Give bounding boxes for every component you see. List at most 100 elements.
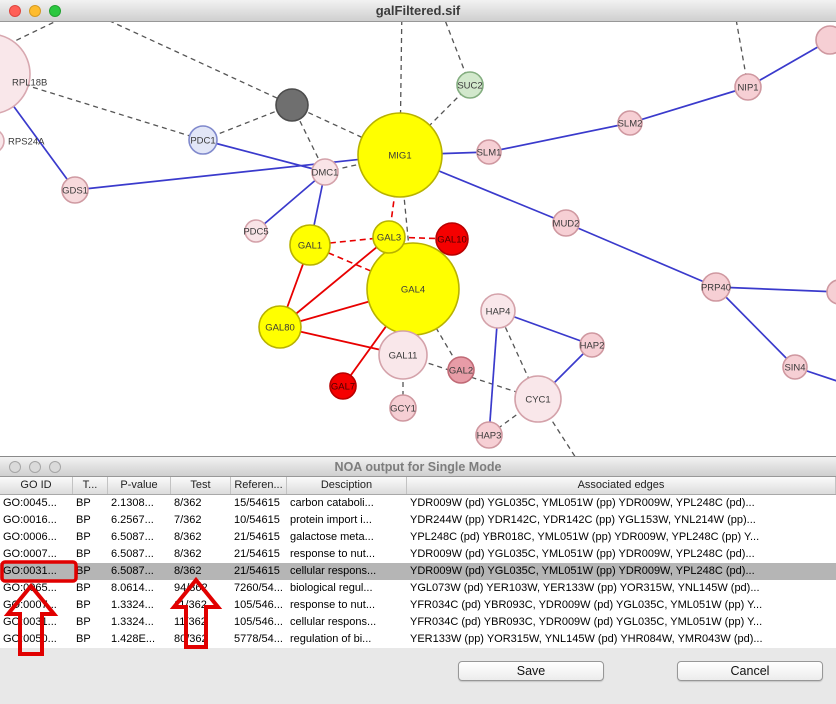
minimize-icon[interactable]: [29, 5, 41, 17]
cell[interactable]: GO:0065...: [3, 582, 57, 594]
cell[interactable]: 8/362: [174, 497, 202, 509]
node-gal2[interactable]: [447, 356, 475, 384]
table-row[interactable]: GO:0007... BP 1.3324... 11/362 105/546... res…: [0, 597, 836, 614]
cell[interactable]: GO:0007...: [3, 599, 57, 611]
column-header-test[interactable]: Test: [171, 477, 231, 494]
cell[interactable]: 1.428E...: [111, 633, 156, 645]
cell[interactable]: YDR009W (pd) YGL035C, YML051W (pp) YDR00…: [410, 497, 755, 509]
cell[interactable]: 7/362: [174, 514, 202, 526]
cell[interactable]: 8/362: [174, 531, 202, 543]
node-gal10[interactable]: [435, 222, 469, 256]
cell[interactable]: 11/362: [174, 616, 207, 628]
column-header-t[interactable]: T...: [73, 477, 108, 494]
node-rpl18b[interactable]: [0, 34, 31, 114]
save-button[interactable]: Save: [458, 661, 604, 681]
cell[interactable]: 6.5087...: [111, 565, 154, 577]
cell[interactable]: cellular respons...: [290, 565, 377, 577]
cell[interactable]: cellular respons...: [290, 616, 377, 628]
cell[interactable]: galactose meta...: [290, 531, 374, 543]
node-gal80[interactable]: [258, 305, 302, 349]
node-rps24a[interactable]: [0, 129, 5, 153]
node-gcy1[interactable]: [389, 394, 417, 422]
column-header-p-value[interactable]: P-value: [108, 477, 171, 494]
cell[interactable]: YFR034C (pd) YBR093C, YDR009W (pd) YGL03…: [410, 616, 763, 628]
cell[interactable]: 105/546...: [234, 599, 283, 611]
cell[interactable]: BP: [76, 582, 91, 594]
cell[interactable]: carbon cataboli...: [290, 497, 374, 509]
cell[interactable]: 11/362: [174, 599, 207, 611]
cell[interactable]: GO:0050...: [3, 633, 57, 645]
cell[interactable]: GO:0006...: [3, 531, 57, 543]
node-edge_r[interactable]: [826, 279, 836, 305]
cell[interactable]: biological regul...: [290, 582, 373, 594]
cell[interactable]: YDR009W (pd) YGL035C, YML051W (pp) YDR00…: [410, 565, 755, 577]
node-mud2[interactable]: [552, 209, 580, 237]
cell[interactable]: BP: [76, 599, 91, 611]
zoom-icon[interactable]: [49, 5, 61, 17]
cell[interactable]: 1.3324...: [111, 599, 154, 611]
close-icon[interactable]: [9, 5, 21, 17]
cell[interactable]: 7260/54...: [234, 582, 283, 594]
cell[interactable]: 8/362: [174, 565, 202, 577]
table-row[interactable]: GO:0065... BP 8.0614... 94/362 7260/54... bio…: [0, 580, 836, 597]
cell[interactable]: 21/54615: [234, 531, 280, 543]
cell[interactable]: 6.2567...: [111, 514, 154, 526]
node-gal3[interactable]: [372, 220, 406, 254]
cell[interactable]: YER133W (pp) YOR315W, YNL145W (pd) YHR08…: [410, 633, 763, 645]
network-canvas[interactable]: RPL18BRPS24AGDS1PDC1MIG1SUC2SLM1SLM2NIP1…: [0, 22, 836, 456]
node-pdc1[interactable]: [188, 125, 218, 155]
node-pdc5[interactable]: [244, 219, 268, 243]
cell[interactable]: YFR034C (pd) YBR093C, YDR009W (pd) YGL03…: [410, 599, 763, 611]
cell[interactable]: BP: [76, 548, 91, 560]
cell[interactable]: 15/54615: [234, 497, 280, 509]
cell[interactable]: YPL248C (pd) YBR018C, YML051W (pp) YDR00…: [410, 531, 760, 543]
minimize-icon[interactable]: [29, 461, 41, 473]
cell[interactable]: GO:0031...: [3, 565, 57, 577]
cell[interactable]: GO:0016...: [3, 514, 57, 526]
cell[interactable]: 105/546...: [234, 616, 283, 628]
node-gds1[interactable]: [61, 176, 89, 204]
cell[interactable]: YGL073W (pd) YER103W, YER133W (pp) YOR31…: [410, 582, 760, 594]
cell[interactable]: 6.5087...: [111, 531, 154, 543]
column-header-associated-edges[interactable]: Associated edges: [407, 477, 836, 494]
cell[interactable]: 21/54615: [234, 548, 280, 560]
cell[interactable]: 8.0614...: [111, 582, 154, 594]
cell[interactable]: 94/362: [174, 582, 208, 594]
cell[interactable]: 2.1308...: [111, 497, 154, 509]
node-slm1[interactable]: [476, 139, 502, 165]
cell[interactable]: 6.5087...: [111, 548, 154, 560]
column-header-go-id[interactable]: GO ID: [0, 477, 73, 494]
node-mig1[interactable]: [357, 112, 443, 198]
cell[interactable]: 80/362: [174, 633, 208, 645]
cell[interactable]: GO:0045...: [3, 497, 57, 509]
node-gal7[interactable]: [329, 372, 357, 400]
cell[interactable]: response to nut...: [290, 599, 375, 611]
cell[interactable]: 1.3324...: [111, 616, 154, 628]
cell[interactable]: 21/54615: [234, 565, 280, 577]
cell[interactable]: protein import i...: [290, 514, 372, 526]
cell[interactable]: GO:0007...: [3, 548, 57, 560]
cell[interactable]: BP: [76, 633, 91, 645]
zoom-icon[interactable]: [49, 461, 61, 473]
cell[interactable]: GO:0031...: [3, 616, 57, 628]
node-slm2[interactable]: [617, 110, 643, 136]
cell[interactable]: BP: [76, 514, 91, 526]
cell[interactable]: BP: [76, 616, 91, 628]
node-sin4[interactable]: [782, 354, 808, 380]
table-row[interactable]: GO:0031... BP 1.3324... 11/362 105/546... cel…: [0, 614, 836, 631]
cell[interactable]: YDR244W (pp) YDR142C, YDR142C (pp) YGL15…: [410, 514, 756, 526]
node-prp40[interactable]: [701, 272, 731, 302]
column-header-referen[interactable]: Referen...: [231, 477, 287, 494]
node-nip1[interactable]: [734, 73, 762, 101]
cell[interactable]: YDR009W (pd) YGL035C, YML051W (pp) YDR00…: [410, 548, 755, 560]
node-corner1[interactable]: [815, 25, 836, 55]
cell[interactable]: regulation of bi...: [290, 633, 372, 645]
node-dark1[interactable]: [275, 88, 309, 122]
close-icon[interactable]: [9, 461, 21, 473]
node-dmc1[interactable]: [311, 158, 339, 186]
